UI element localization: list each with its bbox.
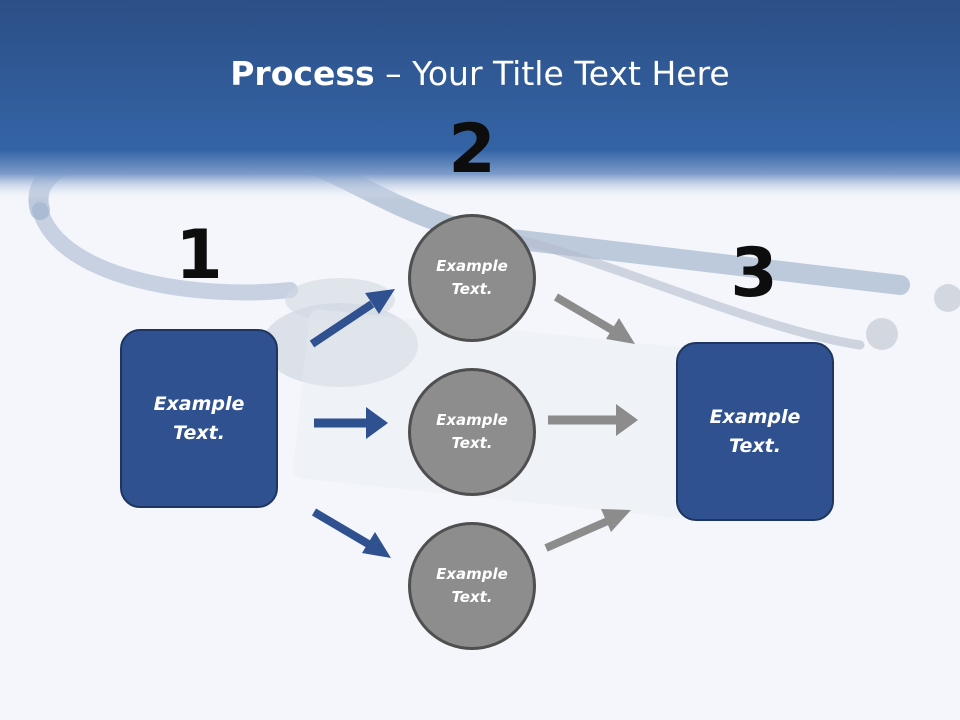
step-1-text: Example Text.: [153, 392, 245, 444]
title-rest: – Your Title Text Here: [374, 54, 730, 93]
title-bold: Process: [230, 54, 375, 93]
step-number-3: 3: [730, 234, 778, 313]
step-1-box[interactable]: Example Text.: [120, 329, 278, 508]
header-band: [0, 0, 960, 200]
step-2-circle-middle[interactable]: Example Text.: [408, 368, 536, 496]
circle-text: Example Text.: [436, 565, 508, 606]
circle-text: Example Text.: [436, 411, 508, 452]
step-2-circle-bottom[interactable]: Example Text.: [408, 522, 536, 650]
step-number-1: 1: [175, 216, 223, 295]
arrow-1-to-middle: [314, 407, 388, 439]
arrow-bottom-to-3: [544, 509, 631, 552]
circle-text: Example Text.: [436, 257, 508, 298]
arrow-1-to-bottom: [311, 508, 391, 558]
step-number-2: 2: [448, 110, 496, 189]
step-2-circle-top[interactable]: Example Text.: [408, 214, 536, 342]
arrow-1-to-top: [309, 289, 395, 348]
arrow-middle-to-3: [548, 404, 638, 436]
arrow-top-to-3: [553, 293, 635, 344]
slide-title: Process – Your Title Text Here: [0, 52, 960, 96]
step-3-text: Example Text.: [709, 405, 801, 457]
step-3-box[interactable]: Example Text.: [676, 342, 834, 521]
